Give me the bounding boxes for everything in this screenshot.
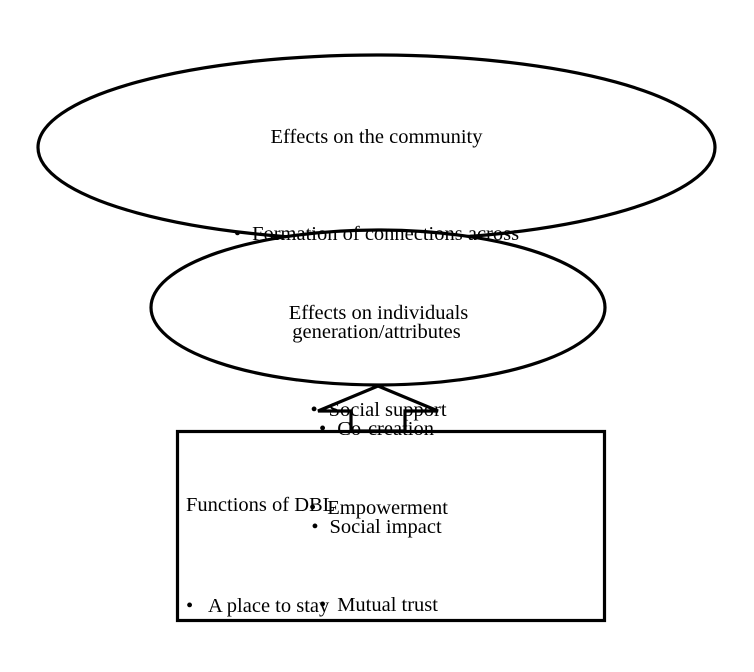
node-community-text: Effects on the community • Formation of c… bbox=[38, 76, 715, 588]
community-bullet-1-label: Formation of connections across bbox=[252, 223, 520, 246]
box-functions bbox=[175, 429, 607, 623]
bullet-dot-icon: • bbox=[319, 594, 327, 617]
community-bullet-2-label: Co-creation bbox=[337, 418, 434, 441]
bullet-dot-icon: • bbox=[233, 223, 242, 246]
individuals-heading: Effects on individuals bbox=[288, 301, 469, 324]
bullet-dot-icon: • bbox=[311, 516, 319, 539]
bullet-dot-icon: • bbox=[319, 418, 327, 441]
individuals-bullet-1-label: Social support bbox=[328, 399, 447, 422]
bullet-dot-icon: • bbox=[310, 399, 318, 422]
community-bullet-3-label: Social impact bbox=[329, 516, 442, 539]
functions-heading: Functions of DBL bbox=[186, 494, 336, 516]
node-functions-text: Functions of DBL •A place to stay •Attra… bbox=[186, 443, 596, 672]
community-bullet-1: • Formation of connections across bbox=[38, 222, 715, 246]
functions-item-1-label: A place to stay bbox=[208, 595, 330, 617]
individuals-bullet-2-label: Empowerment bbox=[327, 496, 448, 519]
individuals-bullet-1: • Social support bbox=[151, 398, 606, 422]
individuals-bullet-3-label: Mutual trust bbox=[337, 594, 438, 617]
community-heading: Effects on the community bbox=[270, 125, 483, 148]
individuals-bullet-2: • Empowerment bbox=[151, 496, 606, 520]
bullet-dot-icon: • bbox=[309, 496, 317, 519]
functions-item-1: •A place to stay bbox=[186, 594, 596, 619]
node-individuals-text: Effects on individuals •Social support •… bbox=[151, 252, 606, 667]
bullet-dot-icon: • bbox=[186, 595, 194, 617]
community-bullet-2: • Co-creation bbox=[38, 417, 715, 441]
block-arrow-up bbox=[317, 384, 439, 433]
community-bullet-1-continuation: generation/attributes bbox=[292, 320, 461, 343]
individuals-bullet-3: • Mutual trust bbox=[151, 593, 606, 617]
community-bullet-3: • Social impact bbox=[38, 515, 715, 539]
